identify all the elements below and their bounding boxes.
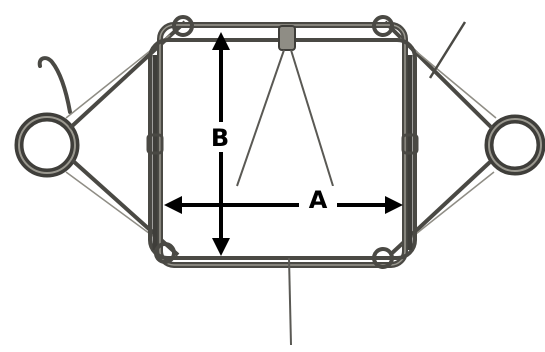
label-b-background (204, 122, 236, 152)
label-a: A (309, 186, 328, 214)
trigger (236, 25, 334, 346)
dimension-a-arrow (164, 196, 403, 214)
label-a-background (299, 186, 337, 214)
label-b: B (211, 124, 229, 152)
